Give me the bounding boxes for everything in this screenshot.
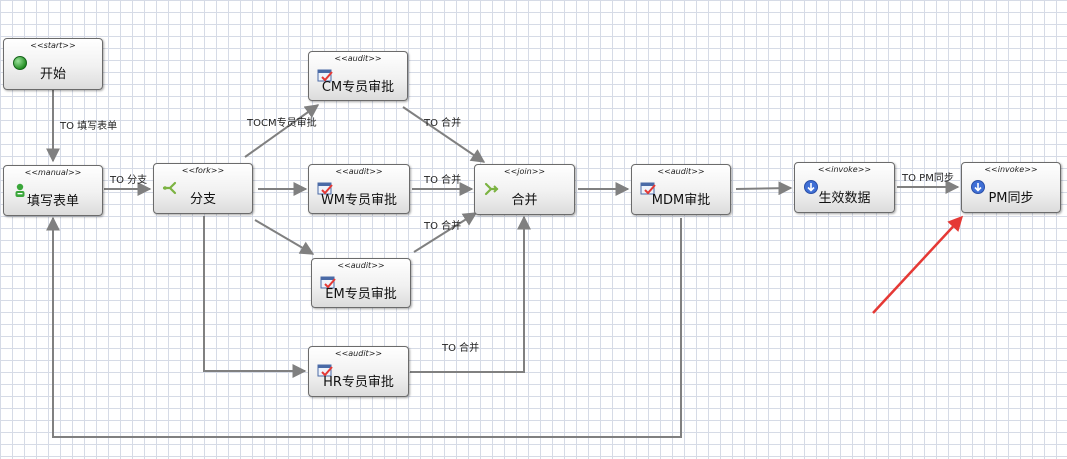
edge-label-to-fill-form: TO 填写表单	[59, 119, 117, 132]
annotation-red-arrow	[872, 215, 964, 314]
node-join[interactable]: <<join>> 合并	[474, 164, 575, 215]
node-stereotype: <<audit>>	[335, 167, 383, 176]
node-em-audit[interactable]: <<audit>> EM专员审批	[311, 258, 411, 308]
edge-label-to-fork: TO 分支	[109, 174, 147, 186]
invoke-icon	[803, 179, 819, 195]
edge-fork-to-cm[interactable]	[244, 104, 320, 158]
edge-label-cm-to-join: TO 合并	[423, 116, 461, 129]
node-start[interactable]: <<start>> 开始	[3, 38, 103, 90]
edge-label-wm-to-join: TO 合并	[423, 173, 461, 186]
edge-label-hr-to-join: TO 合并	[441, 341, 479, 354]
node-label: 分支	[189, 192, 216, 207]
edge-fork-to-hr[interactable]	[203, 216, 307, 378]
invoke-icon	[970, 179, 986, 195]
audit-check-icon	[317, 181, 333, 197]
node-mdm-audit[interactable]: <<audit>> MDM审批	[631, 164, 731, 215]
join-icon	[483, 181, 499, 197]
start-dot-icon	[12, 55, 28, 71]
node-label: 生效数据	[818, 191, 871, 206]
edge-hr-to-join[interactable]	[410, 215, 531, 373]
node-wm-audit[interactable]: <<audit>> WM专员审批	[308, 164, 410, 214]
edge-fork-to-em[interactable]	[254, 219, 315, 255]
node-stereotype: <<join>>	[503, 167, 546, 176]
fork-icon	[162, 180, 178, 196]
edge-em-to-join[interactable]	[413, 212, 478, 253]
node-stereotype: <<audit>>	[657, 167, 705, 176]
edge-label-em-to-join: TO 合并	[423, 219, 461, 232]
node-fill-form[interactable]: <<manual>> 填写表单	[3, 165, 103, 216]
node-label: 合并	[511, 193, 538, 208]
node-stereotype: <<invoke>>	[817, 165, 872, 174]
node-label: WM专员审批	[320, 193, 398, 208]
node-stereotype: <<audit>>	[337, 261, 385, 270]
node-label: 填写表单	[26, 194, 79, 209]
user-icon	[12, 182, 28, 198]
node-cm-audit[interactable]: <<audit>> CM专员审批	[308, 51, 408, 101]
audit-check-icon	[317, 68, 333, 84]
node-stereotype: <<invoke>>	[984, 165, 1038, 174]
edge-mdm-back-to-fill-form[interactable]	[46, 216, 682, 438]
node-stereotype: <<start>>	[30, 41, 76, 50]
audit-check-icon	[317, 363, 333, 379]
node-label: HR专员审批	[323, 375, 394, 390]
audit-check-icon	[320, 275, 336, 291]
node-label: PM同步	[988, 191, 1034, 206]
node-label: CM专员审批	[321, 80, 395, 95]
audit-check-icon	[640, 181, 656, 197]
node-fork[interactable]: <<fork>> 分支	[153, 163, 253, 214]
node-hr-audit[interactable]: <<audit>> HR专员审批	[308, 346, 409, 397]
node-label: EM专员审批	[325, 287, 397, 302]
node-label: MDM审批	[651, 193, 711, 208]
node-pm-sync[interactable]: <<invoke>> PM同步	[961, 162, 1061, 213]
node-effective-data[interactable]: <<invoke>> 生效数据	[794, 162, 895, 213]
node-stereotype: <<manual>>	[24, 168, 82, 177]
edge-label-to-pm: TO PM同步	[901, 172, 954, 184]
edge-mdm-to-effective[interactable]	[735, 181, 793, 196]
node-stereotype: <<audit>>	[334, 54, 382, 63]
node-label: 开始	[39, 67, 66, 82]
edge-cm-to-join[interactable]	[402, 106, 486, 163]
edge-label-to-cm: TOCM专员审批	[246, 116, 317, 129]
node-stereotype: <<audit>>	[334, 349, 383, 358]
node-stereotype: <<fork>>	[181, 166, 225, 175]
